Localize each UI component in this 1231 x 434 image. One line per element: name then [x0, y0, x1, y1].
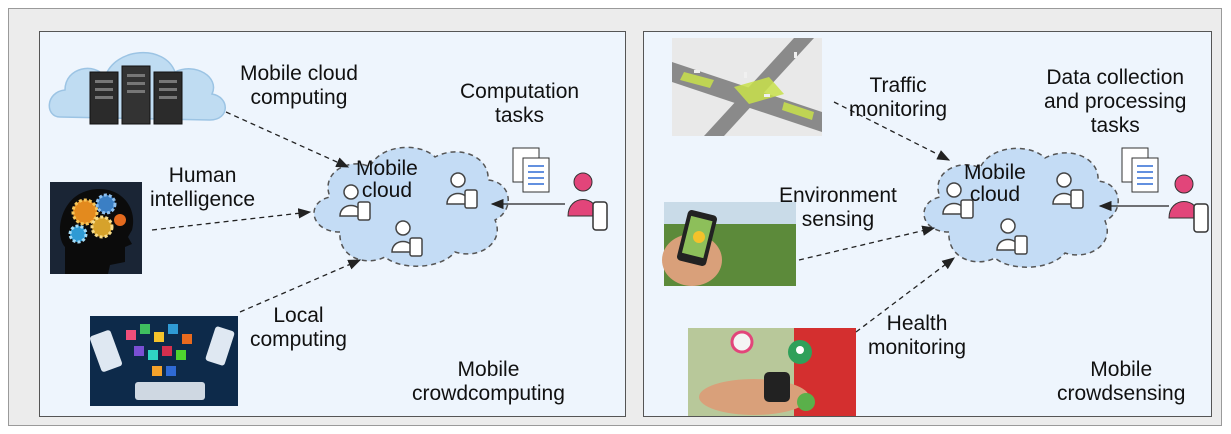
- documents-icon: [1121, 147, 1159, 193]
- user-with-phone-icon: [567, 172, 608, 231]
- documents-icon: [512, 147, 550, 193]
- smartphone-nature-icon: [662, 202, 796, 286]
- user-phone-icon: [942, 172, 1084, 255]
- user-with-phone-icon: [1168, 174, 1209, 233]
- left-panel-graphics: [48, 51, 608, 406]
- smartwatch-health-icon: [688, 328, 856, 416]
- right-panel-graphics: [662, 38, 1209, 416]
- user-phone-icon: [339, 172, 478, 257]
- smartphones-apps-icon: [90, 316, 238, 406]
- server-cloud-icon: [48, 51, 226, 125]
- traffic-intersection-icon: [672, 38, 822, 136]
- human-head-gears-icon: [50, 182, 142, 274]
